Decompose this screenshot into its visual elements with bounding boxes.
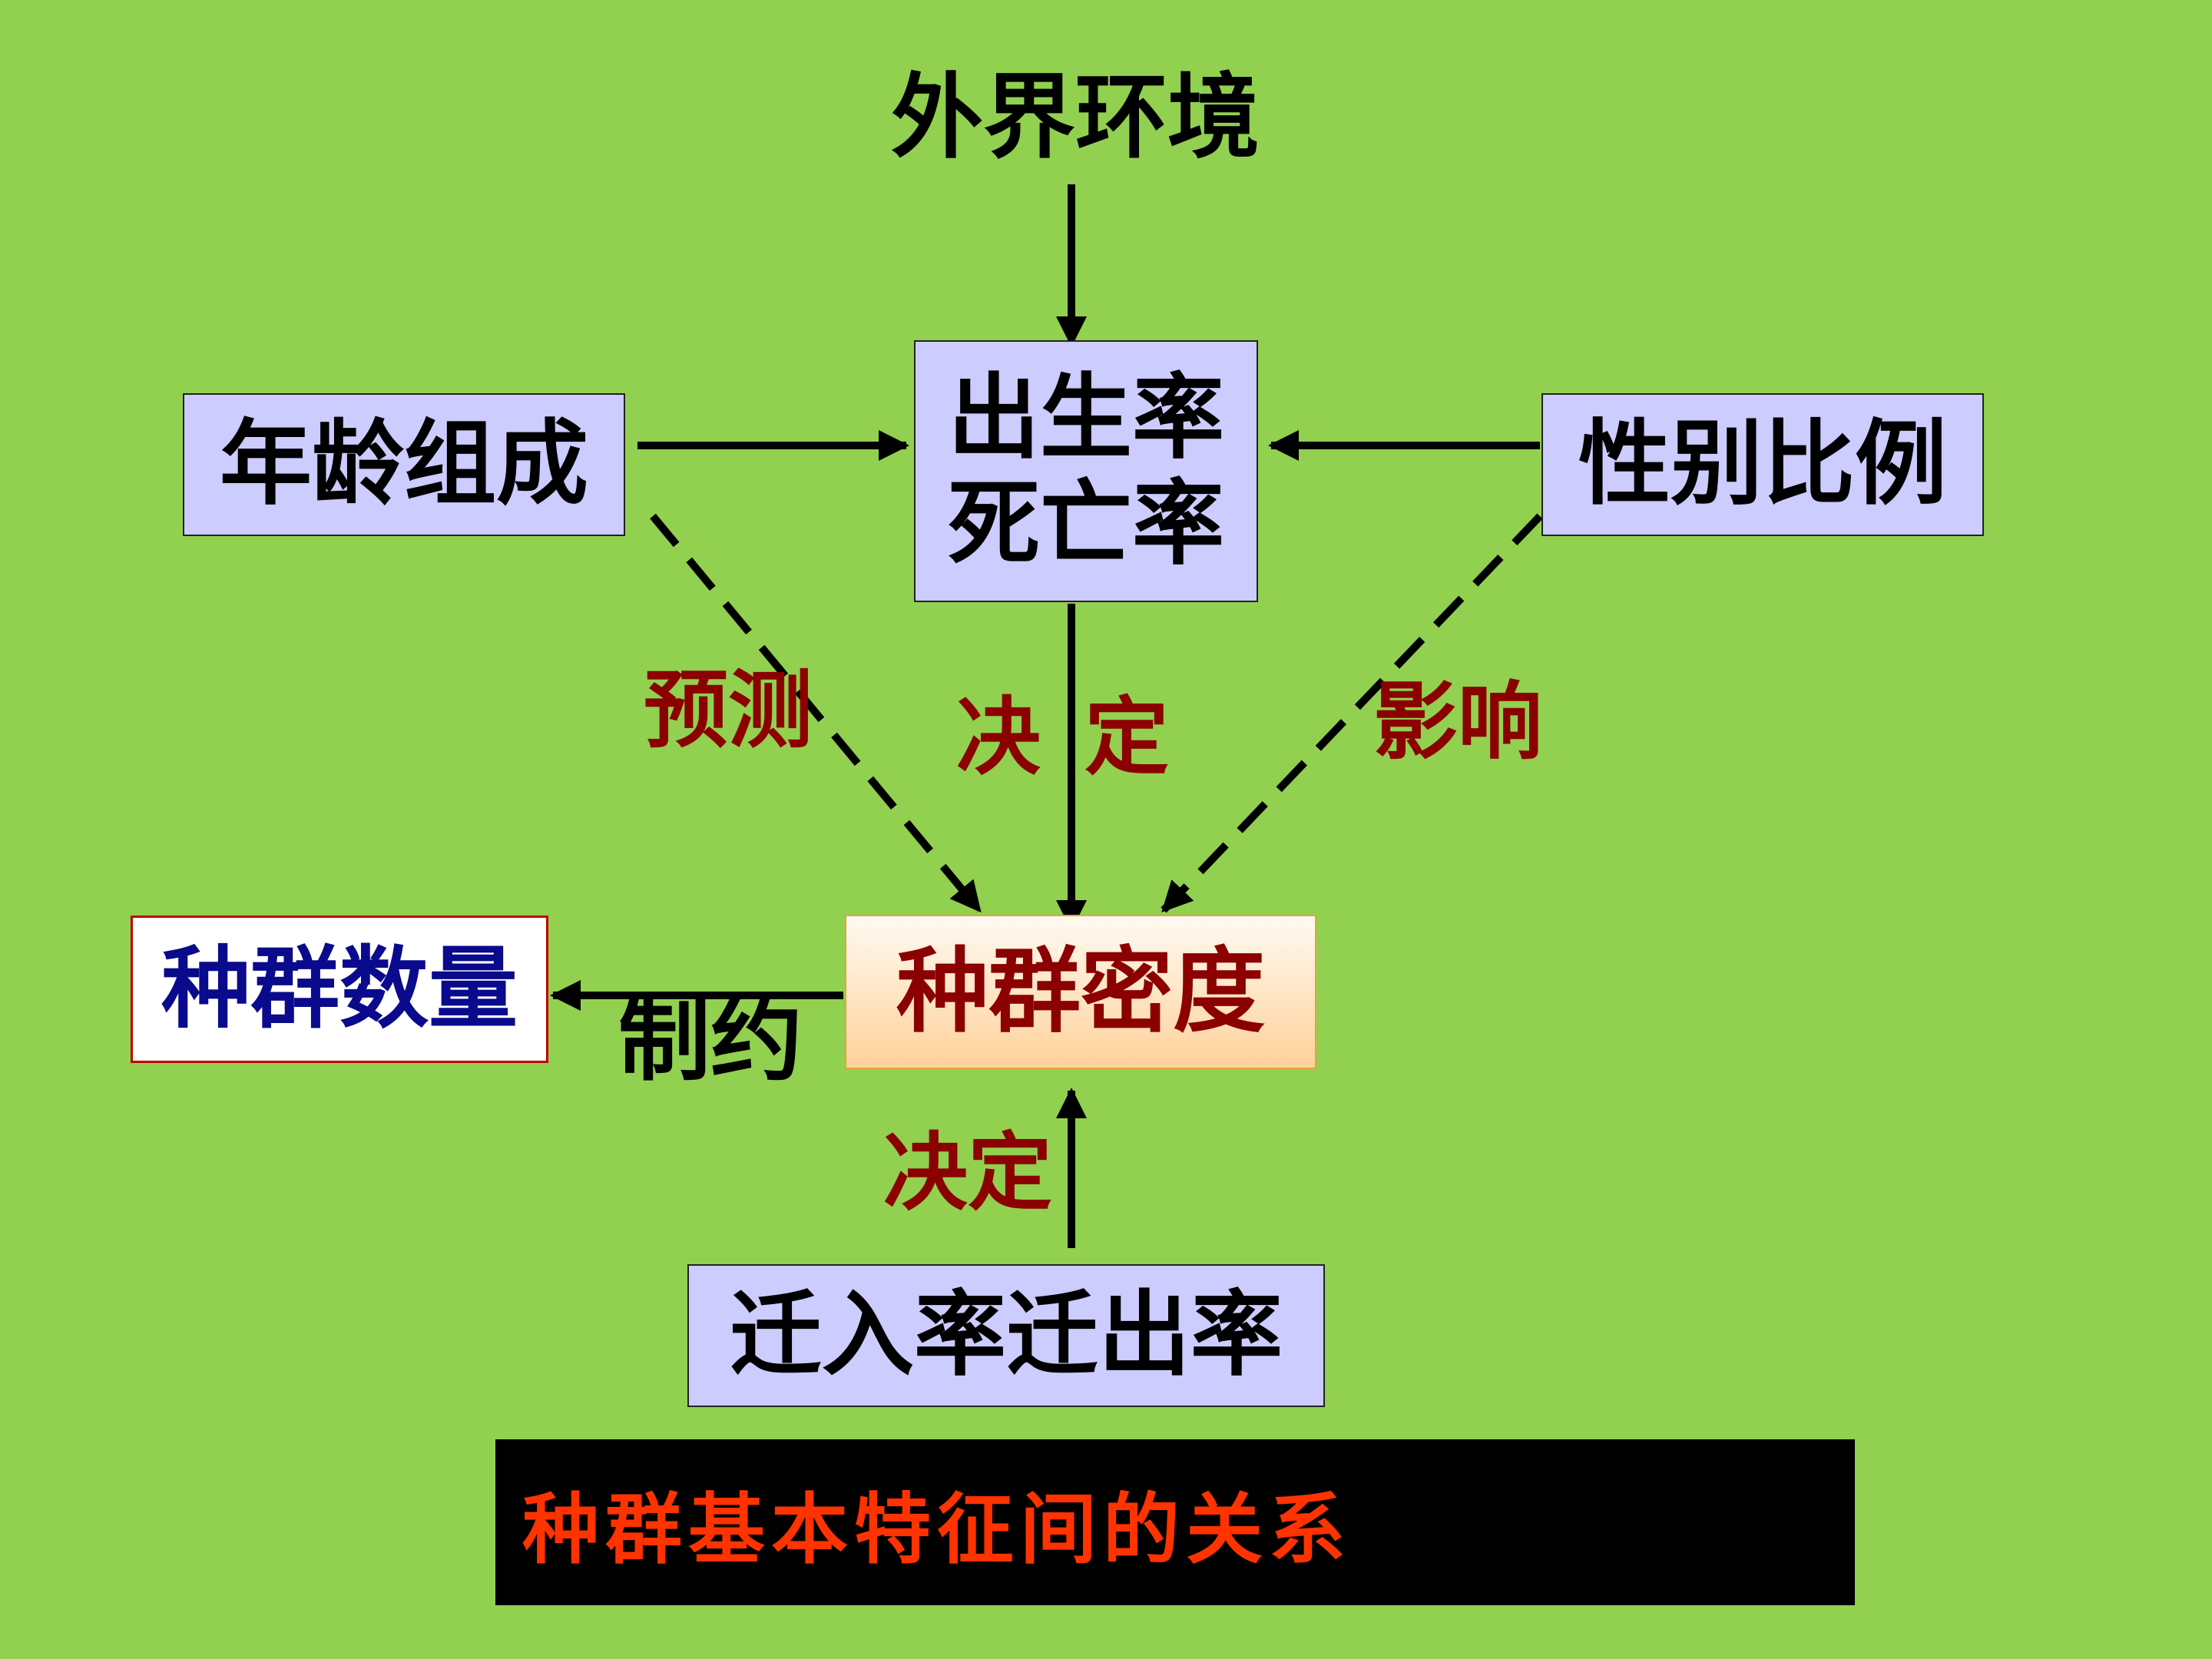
label-influence: 影响 xyxy=(1373,673,1542,771)
diagram-title: 种群基本特征间的关系 xyxy=(522,1484,1352,1575)
arrow-sex-to-density xyxy=(1161,513,1543,913)
sex-ratio-text: 性别比例 xyxy=(1578,411,1947,518)
death-rate-text: 死亡率 xyxy=(948,470,1224,578)
label-restrict: 制约 xyxy=(618,987,803,1094)
title-bar: 种群基本特征间的关系 xyxy=(495,1439,1855,1605)
population-size-text: 种群数量 xyxy=(161,937,518,1041)
migration-rate-box: 迁入率迁出率 xyxy=(687,1264,1325,1407)
environment-label: 外界环境 xyxy=(891,65,1260,171)
age-structure-text: 年龄组成 xyxy=(220,411,588,518)
population-size-box: 种群数量 xyxy=(131,916,548,1063)
label-predict: 预测 xyxy=(644,661,813,760)
label-decide-part1: 决 xyxy=(956,688,1041,786)
migration-rate-text: 迁入率迁出率 xyxy=(730,1282,1283,1389)
age-structure-box: 年龄组成 xyxy=(183,393,625,536)
arrow-age-to-density xyxy=(650,513,982,913)
label-decide-bottom: 决定 xyxy=(883,1124,1052,1222)
sex-ratio-box: 性别比例 xyxy=(1541,393,1984,536)
label-decide-part2: 定 xyxy=(1084,688,1169,786)
birth-rate-text: 出生率 xyxy=(948,364,1224,472)
population-density-text: 种群密度 xyxy=(896,938,1265,1045)
birth-death-rate-box: 出生率 死亡率 xyxy=(914,340,1258,602)
population-density-box: 种群密度 xyxy=(845,915,1316,1069)
